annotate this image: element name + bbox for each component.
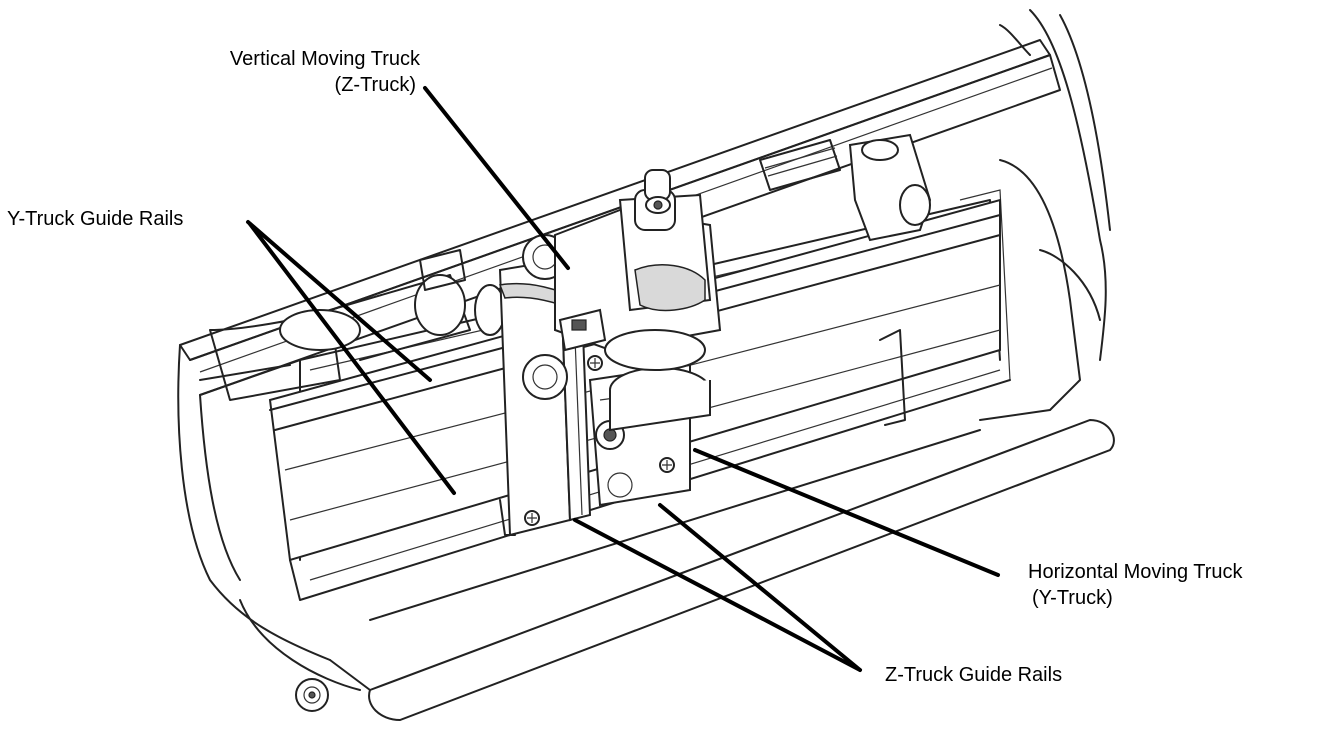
right-housing [959,159,1101,421]
leader-z-rails-left [573,518,862,672]
label-y-truck-guide-rails: Y-Truck Guide Rails [7,208,184,230]
left-machinery [199,249,506,401]
label-z-truck-line2: (Z-Truck) [334,74,416,96]
label-y-truck-line1: Horizontal Moving Truck [1028,561,1243,583]
leader-z-truck [423,86,570,270]
label-y-truck-line2: (Y-Truck) [1032,587,1113,609]
leader-y-rails-upper [246,220,432,382]
label-z-truck-line1: Vertical Moving Truck [229,48,420,70]
z-truck-assembly [554,169,722,432]
leader-z-rails-right [658,503,862,672]
leader-y-truck [693,448,1000,577]
right-mechanism [759,133,932,426]
label-z-truck-guide-rails: Z-Truck Guide Rails [885,664,1063,686]
leader-y-rails-lower [248,222,456,495]
